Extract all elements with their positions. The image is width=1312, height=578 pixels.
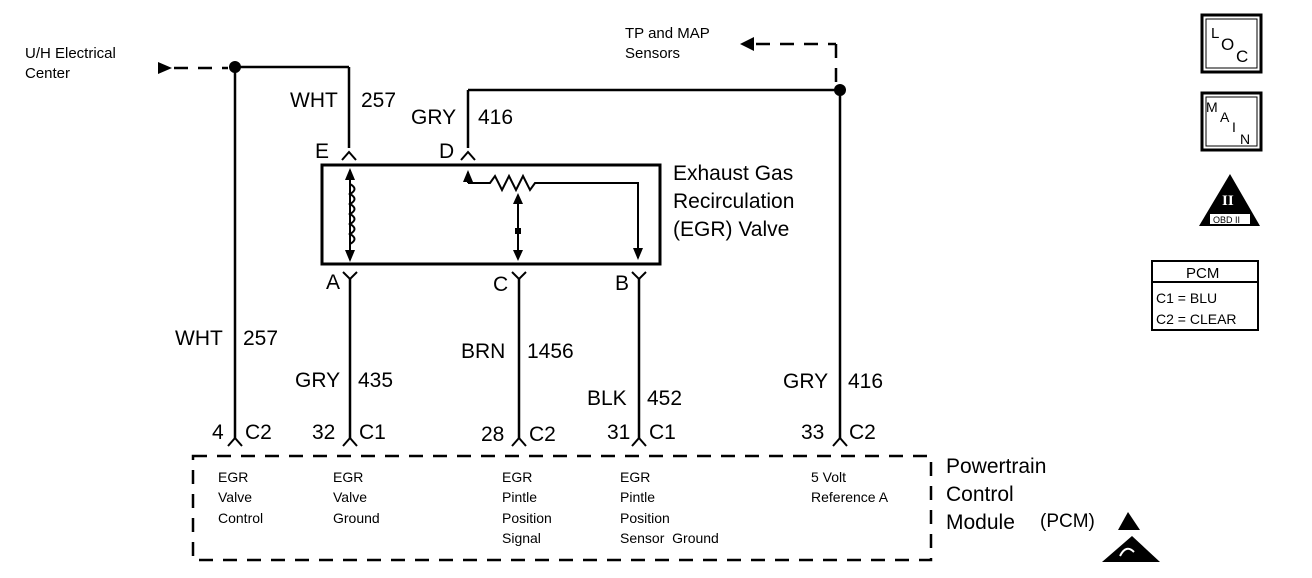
obd-ii-icon[interactable]: II OBD II <box>1199 174 1260 226</box>
valve-title-line2: Recirculation <box>673 190 794 213</box>
f1-l2: Valve <box>218 489 252 505</box>
pcm-connector-legend: PCM C1 = BLU C2 = CLEAR <box>1151 260 1259 331</box>
connector-c-icon <box>511 271 527 281</box>
pcm-pin-3-conn: C2 <box>529 423 556 446</box>
f4-l3: Position <box>620 510 670 526</box>
pcm-pin-4-conn: C1 <box>649 421 676 444</box>
f4-l4: Sensor Ground <box>620 530 719 546</box>
f5-l2: Reference A <box>811 489 889 505</box>
svg-text:PCM: PCM <box>1186 265 1219 282</box>
pcm-title-line1: Powertrain <box>946 455 1046 478</box>
gry-435-color: GRY <box>295 369 340 392</box>
f3-l1: EGR <box>502 469 532 485</box>
wht-top-circuit: 257 <box>361 89 396 112</box>
sensors-label-line2: Sensors <box>625 45 680 62</box>
sensors-label-line1: TP and MAP <box>625 25 710 42</box>
svg-text:C2 = CLEAR: C2 = CLEAR <box>1156 311 1237 327</box>
potentiometer-icon <box>468 173 639 258</box>
f5-l1: 5 Volt <box>811 469 846 485</box>
wht-left-circuit: 257 <box>243 327 278 350</box>
gry-top-circuit: 416 <box>478 106 513 129</box>
pcm-connector-1-icon <box>227 436 243 447</box>
loc-icon[interactable]: L O C <box>1200 13 1263 74</box>
svg-text:O: O <box>1221 35 1234 54</box>
pcm-connector-2-icon <box>342 436 358 447</box>
main-icon[interactable]: M A I N <box>1200 91 1263 152</box>
gry-435-circuit: 435 <box>358 369 393 392</box>
f1-l3: Control <box>218 510 263 526</box>
pcm-connector-5-icon <box>832 436 848 447</box>
valve-title-line3: (EGR) Valve <box>673 218 789 241</box>
brn-1456-circuit: 1456 <box>527 340 574 363</box>
brn-1456-color: BRN <box>461 340 505 363</box>
source-label-line1: U/H Electrical <box>25 45 116 62</box>
svg-text:C: C <box>1236 47 1248 66</box>
f1-l1: EGR <box>218 469 248 485</box>
gry-416-color: GRY <box>783 370 828 393</box>
svg-text:I: I <box>1232 119 1236 135</box>
blk-452-circuit: 452 <box>647 387 682 410</box>
pin-a-label: A <box>326 271 340 294</box>
pcm-pin-4-num: 31 <box>607 421 630 444</box>
valve-title-line1: Exhaust Gas <box>673 162 793 185</box>
connector-d-icon <box>460 150 476 161</box>
pcm-pin-2-conn: C1 <box>359 421 386 444</box>
pcm-title-line2: Control <box>946 483 1014 506</box>
svg-text:L: L <box>1211 25 1219 42</box>
wht-top-color: WHT <box>290 89 338 112</box>
pcm-title-abbr: (PCM) <box>1040 511 1095 532</box>
blk-452-color: BLK <box>587 387 627 410</box>
esd-warning-icon-1 <box>1118 512 1140 530</box>
pcm-pin-1-num: 4 <box>212 421 224 444</box>
f2-l1: EGR <box>333 469 363 485</box>
pcm-pin-2-num: 32 <box>312 421 335 444</box>
svg-text:II: II <box>1222 193 1234 209</box>
svg-text:C1 = BLU: C1 = BLU <box>1156 290 1217 306</box>
pcm-pin-1-conn: C2 <box>245 421 272 444</box>
source-label-line2: Center <box>25 65 70 82</box>
solenoid-coil-icon <box>347 183 356 245</box>
f4-l1: EGR <box>620 469 650 485</box>
pcm-pin-5-conn: C2 <box>849 421 876 444</box>
gry-416-circuit: 416 <box>848 370 883 393</box>
pin-c-label: C <box>493 273 508 296</box>
f3-l2: Pintle <box>502 489 537 505</box>
f3-l4: Signal <box>502 530 541 546</box>
connector-e-icon <box>341 150 357 161</box>
f2-l2: Valve <box>333 489 367 505</box>
sensors-arrow-icon <box>740 37 754 51</box>
svg-text:A: A <box>1220 109 1230 125</box>
svg-text:M: M <box>1206 99 1218 115</box>
pin-e-label: E <box>315 140 329 163</box>
source-arrow-icon <box>158 62 172 74</box>
wht-left-color: WHT <box>175 327 223 350</box>
connector-a-icon <box>342 271 358 281</box>
pin-b-label: B <box>615 272 629 295</box>
f4-l2: Pintle <box>620 489 655 505</box>
pcm-connector-4-icon <box>631 436 647 447</box>
connector-b-icon <box>631 271 647 281</box>
pcm-box <box>191 454 933 562</box>
egr-valve-box <box>320 163 662 266</box>
svg-text:OBD II: OBD II <box>1213 215 1240 225</box>
gry-top-color: GRY <box>411 106 456 129</box>
f2-l3: Ground <box>333 510 380 526</box>
pcm-pin-3-num: 28 <box>481 423 504 446</box>
pcm-connector-3-icon <box>511 436 527 447</box>
pcm-pin-5-num: 33 <box>801 421 824 444</box>
svg-text:N: N <box>1240 131 1250 147</box>
pin-d-label: D <box>439 140 454 163</box>
f3-l3: Position <box>502 510 552 526</box>
pcm-title-line3: Module <box>946 511 1015 534</box>
